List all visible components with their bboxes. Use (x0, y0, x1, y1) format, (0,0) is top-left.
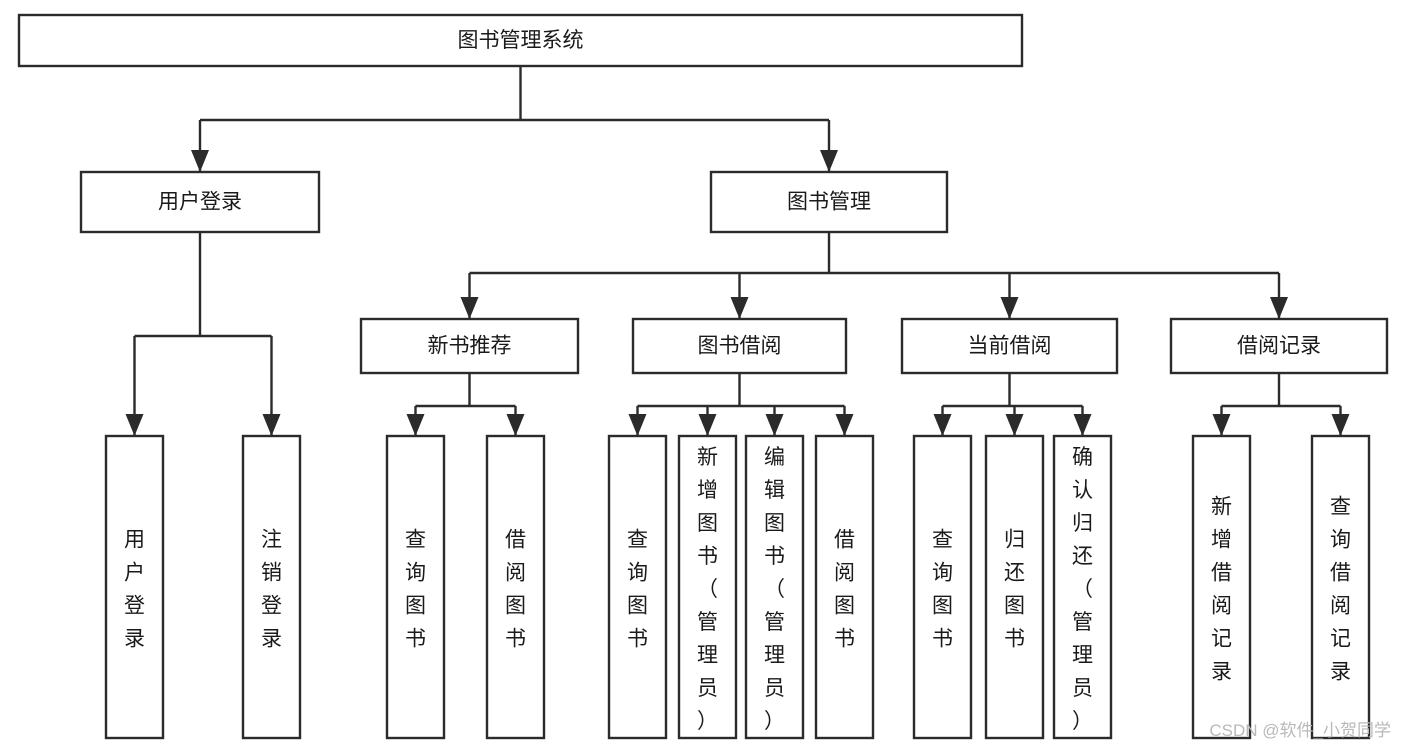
arrow-head-icon (406, 414, 425, 436)
node-leaf-leaf-return-book[interactable]: 归还图书 (984, 434, 1045, 740)
arrow-head-icon (765, 414, 784, 436)
node-leaf-leaf-edit-book[interactable]: 编辑图书（管理员） (744, 434, 805, 740)
node-label: 新增图书（管理员） (697, 446, 718, 733)
node-level3-borrow-record[interactable]: 借阅记录 (1169, 317, 1389, 375)
node-label: 图书管理 (787, 191, 871, 214)
node-level2-user-login[interactable]: 用户登录 (79, 170, 321, 234)
node-label: 新增借阅记录 (1211, 496, 1232, 684)
nodes-layer: 图书管理系统用户登录图书管理新书推荐图书借阅当前借阅借阅记录用户登录注销登录查询… (17, 13, 1389, 740)
arrow-head-icon (698, 414, 717, 436)
connectors-layer (125, 66, 1350, 436)
node-level3-current-borrow[interactable]: 当前借阅 (900, 317, 1119, 375)
node-label: 查询图书 (405, 529, 426, 651)
node-label: 用户登录 (124, 529, 145, 651)
node-leaf-leaf-query-book-3[interactable]: 查询图书 (912, 434, 973, 740)
node-leaf-leaf-borrow-book-1[interactable]: 借阅图书 (485, 434, 546, 740)
arrow-head-icon (1000, 297, 1019, 319)
node-label: 用户登录 (158, 191, 242, 214)
node-leaf-leaf-borrow-book-2[interactable]: 借阅图书 (814, 434, 875, 740)
node-root[interactable]: 图书管理系统 (17, 13, 1024, 68)
node-label: 借阅记录 (1237, 335, 1321, 358)
arrow-head-icon (191, 150, 209, 172)
node-label: 图书管理系统 (458, 29, 584, 52)
arrow-head-icon (820, 150, 838, 172)
node-level3-book-borrow[interactable]: 图书借阅 (631, 317, 848, 375)
node-label: 归还图书 (1004, 529, 1025, 651)
arrow-head-icon (628, 414, 647, 436)
arrow-head-icon (933, 414, 952, 436)
node-leaf-leaf-add-record[interactable]: 新增借阅记录 (1191, 434, 1252, 740)
arrow-head-icon (262, 414, 281, 436)
arrow-head-icon (506, 414, 525, 436)
node-label: 查询图书 (932, 529, 953, 651)
node-label: 编辑图书（管理员） (764, 446, 785, 733)
node-label: 图书借阅 (698, 335, 782, 358)
arrow-head-icon (125, 414, 144, 436)
arrow-head-icon (460, 297, 479, 319)
node-leaf-leaf-add-book[interactable]: 新增图书（管理员） (677, 434, 738, 740)
node-label: 查询图书 (627, 529, 648, 651)
node-leaf-leaf-user-logout[interactable]: 注销登录 (241, 434, 302, 740)
node-label: 借阅图书 (505, 529, 526, 651)
node-level2-book-manage[interactable]: 图书管理 (709, 170, 949, 234)
node-leaf-leaf-query-record[interactable]: 查询借阅记录 (1310, 434, 1371, 740)
node-label: 确认归还（管理员） (1072, 446, 1093, 733)
arrow-head-icon (1212, 414, 1231, 436)
arrow-head-icon (1073, 414, 1092, 436)
arrow-head-icon (835, 414, 854, 436)
node-level3-new-book-rec[interactable]: 新书推荐 (359, 317, 580, 375)
node-leaf-leaf-user-login[interactable]: 用户登录 (104, 434, 165, 740)
node-leaf-leaf-query-book-1[interactable]: 查询图书 (385, 434, 446, 740)
node-label: 借阅图书 (834, 529, 855, 651)
node-label: 当前借阅 (968, 335, 1052, 358)
arrow-head-icon (1005, 414, 1024, 436)
node-leaf-leaf-query-book-2[interactable]: 查询图书 (607, 434, 668, 740)
arrow-head-icon (730, 297, 749, 319)
node-label: 注销登录 (261, 529, 282, 651)
arrow-head-icon (1270, 297, 1288, 319)
arrow-head-icon (1331, 414, 1350, 436)
node-leaf-leaf-confirm-return[interactable]: 确认归还（管理员） (1052, 434, 1113, 740)
node-label: 新书推荐 (428, 335, 512, 358)
node-label: 查询借阅记录 (1330, 496, 1351, 684)
